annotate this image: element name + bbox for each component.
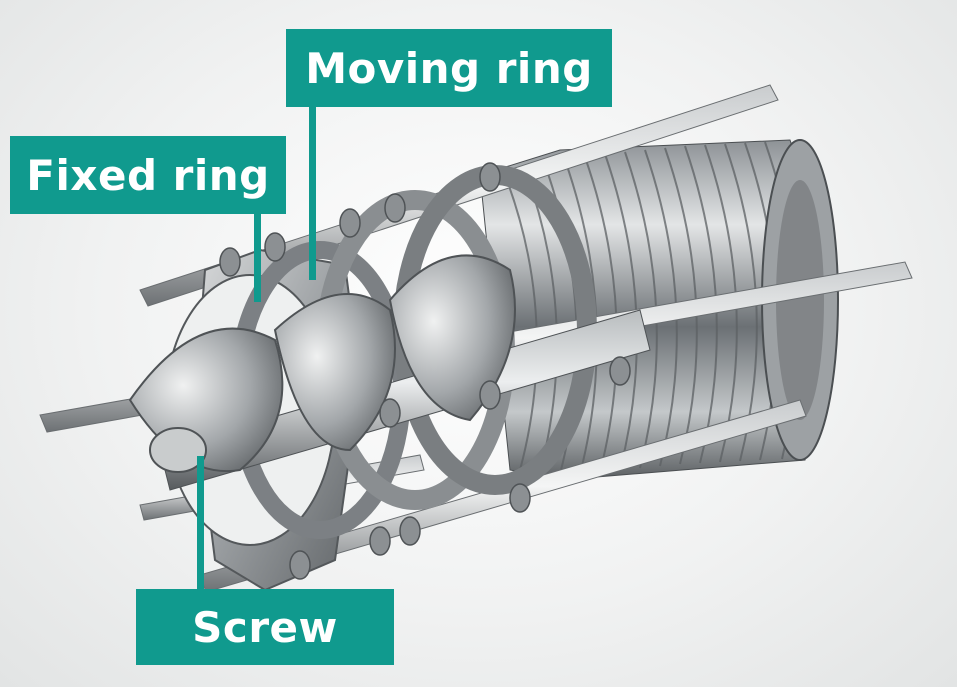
screw-label-text: Screw (192, 602, 338, 652)
screw-leader (197, 456, 204, 589)
moving-ring-label: Moving ring (286, 29, 612, 107)
fixed-ring-label-text: Fixed ring (26, 150, 270, 200)
fixed-ring-leader (254, 214, 261, 302)
rod-spacers (219, 162, 631, 580)
fixed-ring-label: Fixed ring (10, 136, 286, 214)
screw-assembly (128, 254, 651, 491)
moving-ring-label-text: Moving ring (305, 43, 593, 93)
moving-ring-leader (309, 107, 316, 280)
screw-label: Screw (136, 589, 394, 665)
